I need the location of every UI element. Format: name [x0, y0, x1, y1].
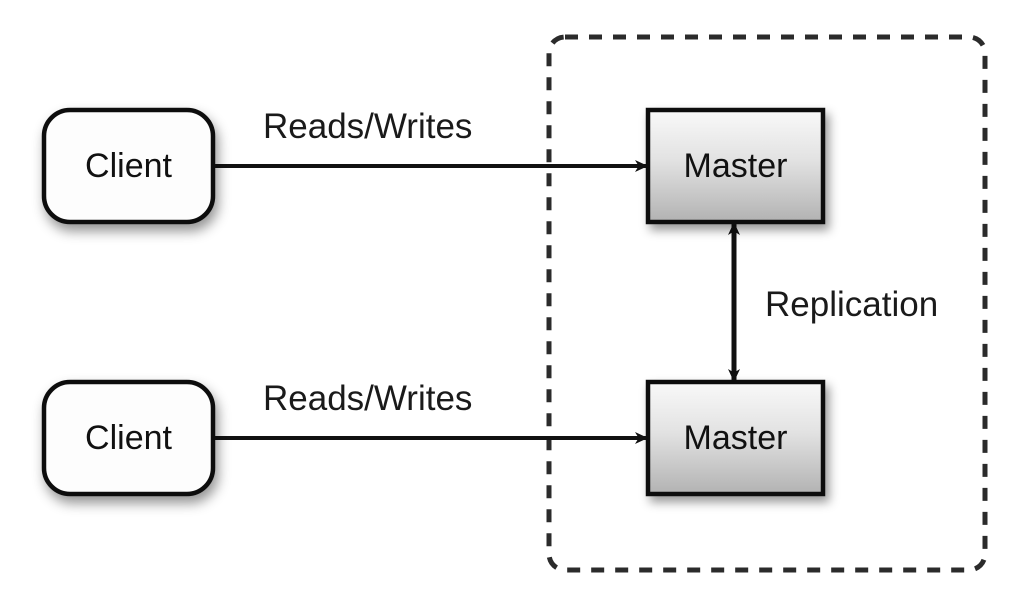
- client-bottom-box[interactable]: [41, 379, 216, 497]
- client-top-box[interactable]: [41, 107, 216, 225]
- edge-label-reads-writes-bottom: Reads/Writes: [263, 379, 472, 418]
- client-bottom-label: Client: [85, 419, 172, 457]
- node-master-bottom[interactable]: Master: [645, 379, 826, 497]
- node-client-bottom[interactable]: Client: [41, 379, 216, 497]
- node-master-top[interactable]: Master: [645, 107, 826, 225]
- edge-group: [213, 160, 740, 444]
- node-client-top[interactable]: Client: [41, 107, 216, 225]
- edge-label-replication: Replication: [765, 285, 938, 324]
- master-top-label: Master: [684, 147, 788, 185]
- edge-label-reads-writes-top: Reads/Writes: [263, 107, 472, 146]
- master-bottom-label: Master: [684, 419, 788, 457]
- client-top-label: Client: [85, 147, 172, 185]
- master-bottom-box[interactable]: [645, 379, 826, 497]
- replication-cluster-boundary: [546, 34, 988, 573]
- master-top-box[interactable]: [645, 107, 826, 225]
